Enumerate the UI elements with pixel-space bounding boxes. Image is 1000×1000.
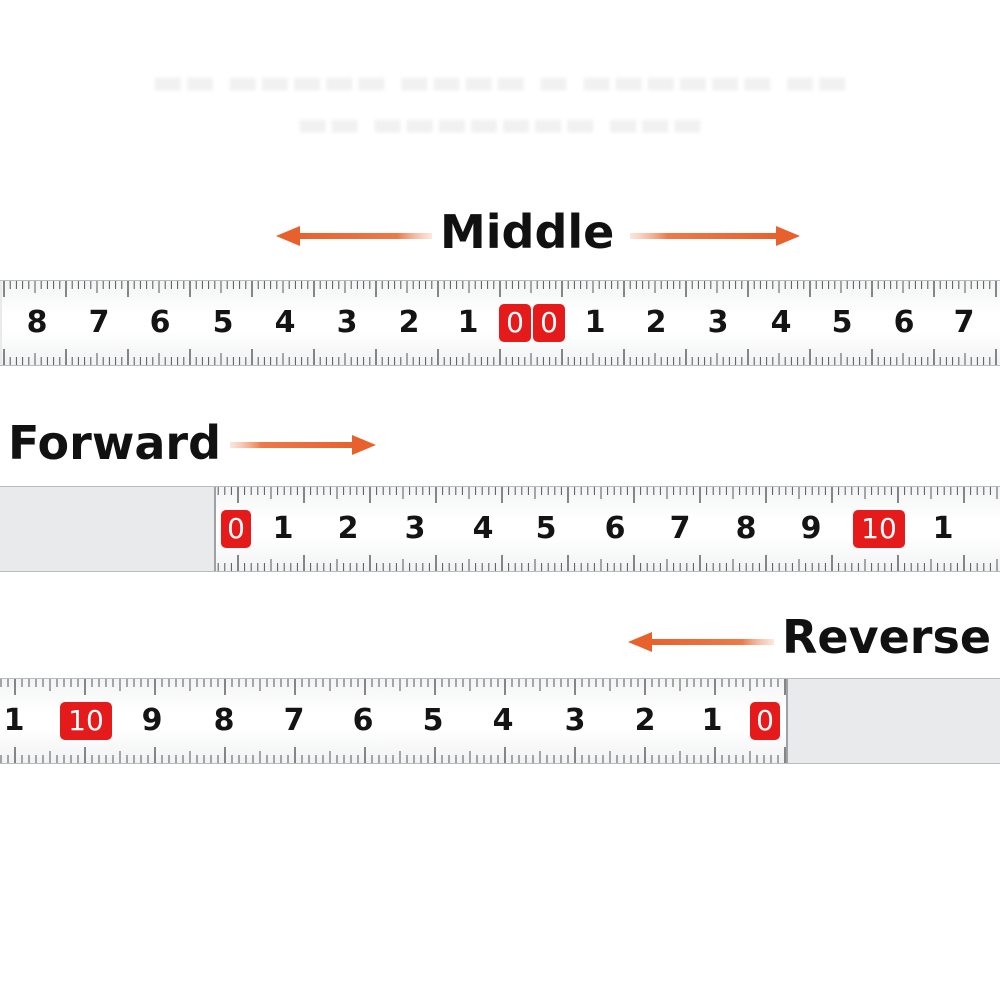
tick-marks (3, 281, 997, 365)
scale-number: 1 (584, 305, 606, 340)
background-caption-line: ▬▬ ▬▬▬▬▬ ▬▬▬▬ ▬ ▬▬▬▬▬▬ ▬▬ (151, 62, 849, 102)
arrow-right-icon (230, 435, 376, 455)
scale-number: 7 (953, 305, 975, 340)
scale-number: 5 (212, 305, 234, 340)
scale-number: 3 (707, 305, 729, 340)
scale-number: 6 (149, 305, 171, 340)
middle-label: Middle (440, 205, 615, 259)
scale-number: 7 (88, 305, 110, 340)
scale-number: 4 (492, 703, 514, 738)
scale-number: 3 (564, 703, 586, 738)
scale-number: 3 (336, 305, 358, 340)
scale-number: 1 (457, 305, 479, 340)
highlight-badge: 0 (533, 304, 565, 342)
highlight-badge: 10 (60, 702, 112, 740)
highlight-badge: 0 (499, 304, 531, 342)
scale-number: 4 (274, 305, 296, 340)
scale-number: 2 (398, 305, 420, 340)
scale-number: 1 (932, 511, 954, 546)
scale-number: 8 (735, 511, 757, 546)
highlight-badge: 10 (853, 510, 905, 548)
arrow-right-icon (630, 226, 800, 246)
scale-number: 7 (283, 703, 305, 738)
scale-number: 2 (645, 305, 667, 340)
tick-marks (217, 487, 998, 571)
scale-number: 4 (770, 305, 792, 340)
scale-number: 7 (669, 511, 691, 546)
arrow-left-icon (276, 226, 432, 246)
scale-number: 9 (800, 511, 822, 546)
scale-number: 2 (337, 511, 359, 546)
scale-number: 1 (3, 703, 25, 738)
scale-number: 3 (404, 511, 426, 546)
arrow-left-icon (628, 632, 774, 652)
scale-number: 6 (352, 703, 374, 738)
scale-number: 8 (213, 703, 235, 738)
scale-number: 5 (831, 305, 853, 340)
scale-number: 1 (272, 511, 294, 546)
scale-number: 4 (472, 511, 494, 546)
highlight-badge: 0 (750, 702, 780, 740)
scale-number: 8 (26, 305, 48, 340)
forward-label: Forward (8, 416, 221, 470)
scale-number: 2 (634, 703, 656, 738)
highlight-badge: 0 (221, 510, 251, 548)
scale-number: 5 (535, 511, 557, 546)
scale-number: 6 (893, 305, 915, 340)
scale-number: 9 (141, 703, 163, 738)
tick-marks (0, 679, 786, 763)
reverse-label: Reverse (782, 610, 992, 664)
scale-number: 1 (701, 703, 723, 738)
scale-number: 5 (422, 703, 444, 738)
background-caption-line: ▬▬ ▬▬▬▬▬▬▬ ▬▬▬ (296, 104, 704, 144)
scale-number: 6 (604, 511, 626, 546)
